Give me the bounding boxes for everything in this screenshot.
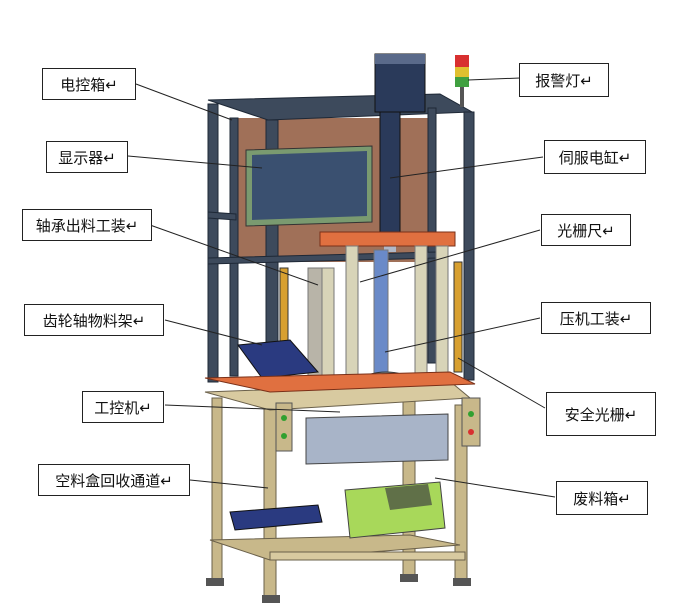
label-bearing-out-fixture: 轴承出料工装↵ <box>22 209 152 241</box>
leader-bearing-fixture <box>149 224 319 286</box>
label-grating-ruler: 光栅尺↵ <box>541 214 631 246</box>
lamp-green <box>455 77 469 87</box>
leader-safety-curtain <box>457 357 546 409</box>
label-ipc: 工控机↵ <box>82 391 164 423</box>
label-empty-box-return: 空料盒回收通道↵ <box>38 464 190 496</box>
side-panel <box>461 397 481 447</box>
panel-light <box>468 411 474 417</box>
lamp-pole <box>460 87 464 107</box>
column <box>321 267 335 381</box>
leader-press-fixture <box>384 317 541 353</box>
blue-shaft <box>373 249 389 381</box>
column <box>435 245 449 385</box>
lamp-red <box>455 55 469 67</box>
servo-cylinder <box>374 53 426 252</box>
frame-mid-bar <box>207 211 237 221</box>
frame-post <box>207 103 219 383</box>
stand-leg <box>211 397 223 584</box>
leader-waste-bin <box>434 477 556 498</box>
leader-electric-box <box>135 83 233 121</box>
leader-gear-rack <box>164 319 263 346</box>
waste-bin <box>344 481 446 539</box>
cylinder-motor-top <box>375 54 425 64</box>
alarm-lamp <box>455 55 469 107</box>
frame-post <box>229 117 239 377</box>
panel-light <box>281 433 287 439</box>
panel-light <box>468 429 474 435</box>
frame-post <box>463 111 475 381</box>
label-waste-bin: 废料箱↵ <box>556 481 648 515</box>
label-gear-shaft-rack: 齿轮轴物料架↵ <box>24 304 164 336</box>
waste-bin-inner <box>385 484 432 510</box>
ipc-box <box>305 413 449 465</box>
foot <box>453 578 471 586</box>
leader-grating <box>359 229 541 283</box>
gear-shaft-rack <box>237 339 320 379</box>
machine-illustration <box>204 53 481 603</box>
leader-empty-box <box>189 479 269 489</box>
label-display: 显示器↵ <box>46 141 128 173</box>
leader-servo <box>389 156 544 179</box>
stand-leg <box>263 404 277 598</box>
label-press-fixture: 压机工装↵ <box>541 302 651 334</box>
label-electric-box: 电控箱↵ <box>42 68 136 100</box>
safety-curtain-bar <box>453 261 463 373</box>
stand-bar <box>269 551 466 561</box>
press-top-plate <box>319 231 456 247</box>
empty-box-tray <box>229 504 323 531</box>
press-columns <box>307 245 449 385</box>
label-safety-curtain: 安全光栅↵ <box>546 392 656 436</box>
label-servo-cylinder: 伺服电缸↵ <box>544 140 646 174</box>
display-screen <box>245 145 373 227</box>
lamp-yellow <box>455 67 469 77</box>
label-alarm-lamp: 报警灯↵ <box>519 63 609 97</box>
worktable <box>204 371 476 393</box>
side-panels <box>275 397 481 452</box>
screen-glass <box>252 151 367 220</box>
foot <box>400 574 418 582</box>
foot <box>262 595 280 603</box>
leader-lines <box>127 77 556 498</box>
side-panel <box>275 402 293 452</box>
column <box>345 245 359 385</box>
column <box>414 245 428 385</box>
cylinder-body <box>379 111 401 233</box>
panel-light <box>281 415 287 421</box>
leader-display <box>127 155 263 169</box>
foot <box>206 578 224 586</box>
leader-alarm-lamp <box>467 77 521 81</box>
leader-ipc <box>164 404 341 413</box>
